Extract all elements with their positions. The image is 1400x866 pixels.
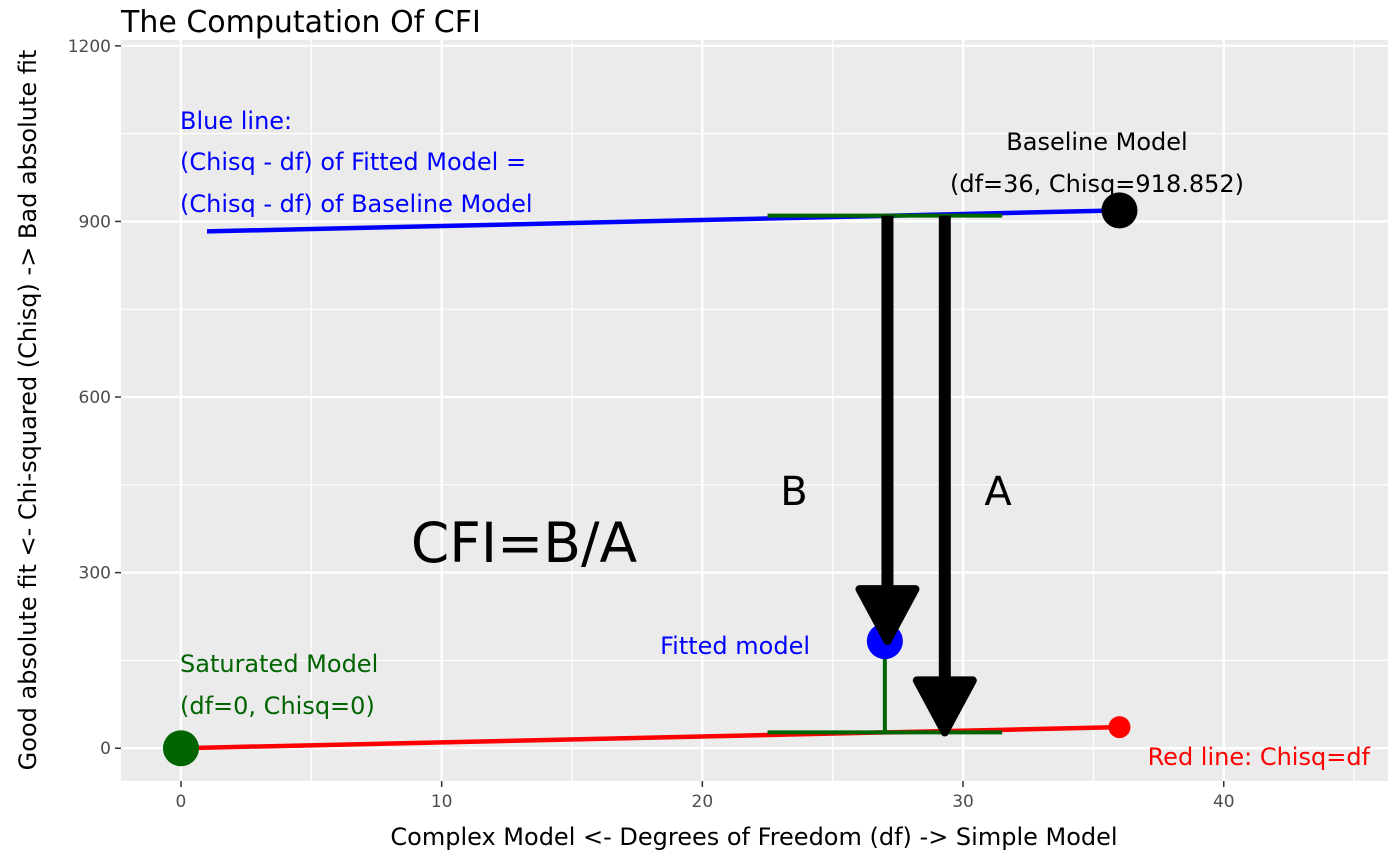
grid-lines	[121, 40, 1388, 781]
cfi-formula: CFI=B/A	[411, 511, 638, 575]
x-tick-label: 20	[692, 792, 714, 812]
chart-title: The Computation Of CFI	[120, 5, 481, 40]
y-tick-label: 600	[79, 388, 111, 408]
baseline-annotation-line-2: (df=36, Chisq=918.852)	[950, 170, 1244, 198]
arrow-A-head	[912, 676, 977, 737]
y-tick-label: 0	[100, 739, 111, 759]
blue-line-annotation-line-1: Blue line:	[180, 107, 292, 135]
arrow-B-head	[855, 585, 920, 646]
y-axis-title: Good absolute fit <- Chi-squared (Chisq)…	[14, 50, 42, 771]
point-red-line-end	[1108, 716, 1131, 739]
axes: 0 10 20 30 40 0 300 600 900 1200	[68, 37, 1235, 812]
blue-line-annotation: Blue line: (Chisq - df) of Fitted Model …	[180, 107, 533, 218]
red-line-annotation: Red line: Chisq=df	[1148, 743, 1371, 771]
saturated-annotation-line-1: Saturated Model	[180, 650, 378, 678]
point-baseline-model	[1101, 192, 1138, 229]
saturated-annotation-line-2: (df=0, Chisq=0)	[180, 692, 375, 720]
y-tick-label: 300	[79, 564, 111, 584]
baseline-annotation: Baseline Model (df=36, Chisq=918.852)	[950, 128, 1244, 198]
fitted-model-annotation: Fitted model	[660, 632, 810, 660]
x-tick-label: 10	[431, 792, 453, 812]
x-axis-title: Complex Model <- Degrees of Freedom (df)…	[390, 823, 1117, 851]
blue-line-annotation-line-3: (Chisq - df) of Baseline Model	[180, 190, 533, 218]
label-b: B	[780, 469, 807, 515]
saturated-annotation: Saturated Model (df=0, Chisq=0)	[180, 650, 378, 720]
y-tick-label: 900	[79, 212, 111, 232]
x-tick-label: 0	[176, 792, 187, 812]
blue-line-annotation-line-2: (Chisq - df) of Fitted Model =	[180, 148, 526, 176]
x-tick-label: 40	[1213, 792, 1235, 812]
y-tick-label: 1200	[68, 37, 111, 57]
point-saturated-model	[162, 730, 199, 767]
plot-panel	[121, 40, 1388, 781]
chart-marks	[162, 192, 1138, 767]
x-tick-label: 30	[952, 792, 974, 812]
baseline-annotation-line-1: Baseline Model	[1006, 128, 1187, 156]
label-a: A	[984, 469, 1012, 515]
